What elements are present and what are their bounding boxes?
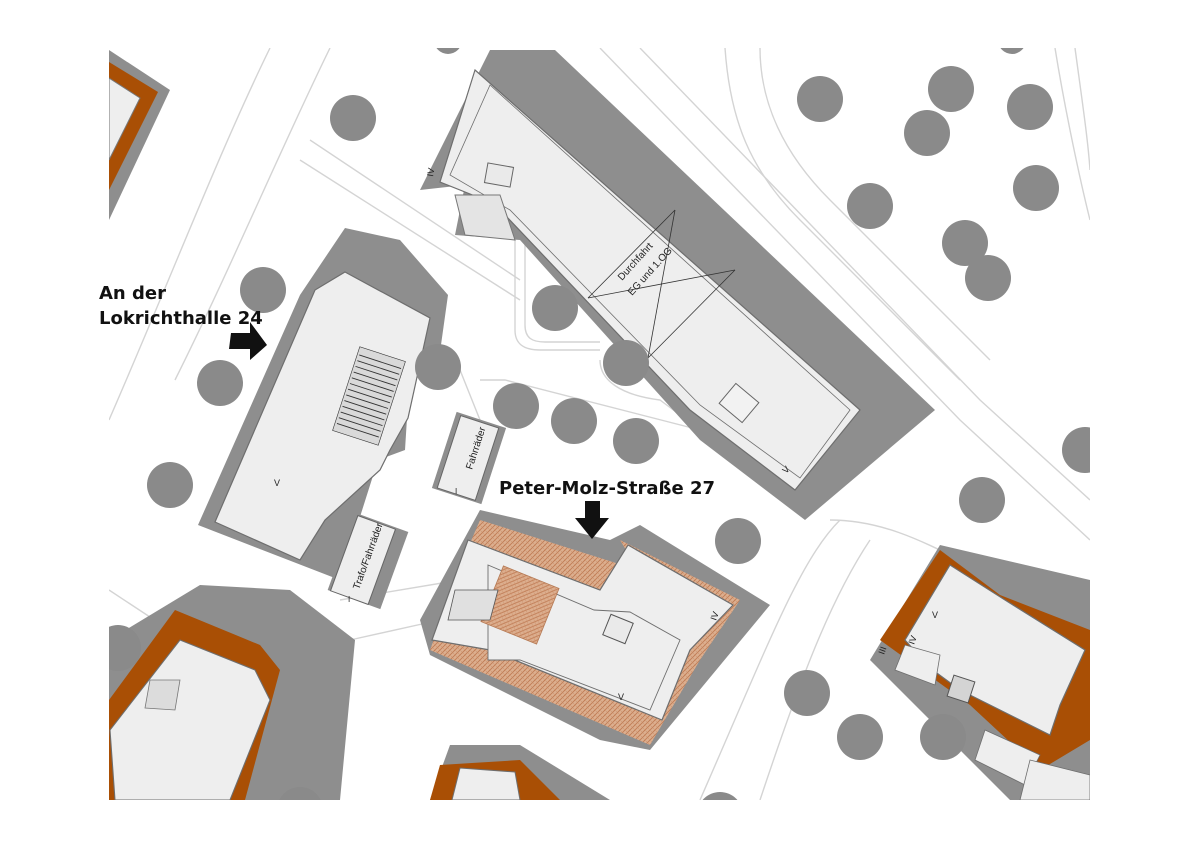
building-west: V (198, 228, 448, 580)
tree (330, 95, 376, 141)
tree (904, 110, 950, 156)
arrow-right-icon (229, 322, 267, 360)
east-building-floor-mark-1: III (876, 645, 888, 655)
tree (965, 255, 1011, 301)
tree (551, 398, 597, 444)
tree (415, 344, 461, 390)
tree (109, 625, 141, 671)
south-building-floor-mark: IV (708, 610, 720, 621)
building-south-centre (430, 745, 610, 800)
address-label-peter-molz: Peter-Molz-Straße 27 (499, 478, 716, 499)
building-east: III IV V (870, 545, 1090, 800)
tree (1000, 48, 1024, 54)
building-southwest (109, 585, 355, 800)
trees (109, 48, 1090, 800)
tree (613, 418, 659, 464)
tree (147, 462, 193, 508)
address-label-lokrichthalle-line1: An der (99, 283, 166, 304)
north-building-floor-mark-2: V (780, 464, 791, 475)
tree (959, 477, 1005, 523)
trafo-shed: Trafo/Fahrräder I (327, 512, 409, 610)
bikes-shed: Fahrräder I (431, 411, 507, 505)
building-north: Durchfahrt EG und 1.OG IV V (420, 50, 935, 520)
tree (279, 787, 321, 800)
map-frame: Durchfahrt EG und 1.OG IV V V (109, 48, 1090, 800)
south-building-floor-mark-2: V (618, 692, 624, 702)
address-label-lokrichthalle: An der Lokrichthalle 24 (99, 281, 263, 331)
tree (942, 220, 988, 266)
address-label-lokrichthalle-line2: Lokrichthalle 24 (99, 308, 263, 329)
tree (1007, 84, 1053, 130)
building-south: IV V (420, 510, 770, 750)
trafo-floor-mark: I (348, 595, 350, 604)
tree (837, 714, 883, 760)
tree (532, 285, 578, 331)
tree (702, 792, 738, 800)
tree (784, 670, 830, 716)
east-building-floor-mark-2: IV (906, 634, 918, 645)
tree (493, 383, 539, 429)
tree (436, 48, 460, 54)
tree (197, 360, 243, 406)
tree (1062, 427, 1090, 473)
tree (1013, 165, 1059, 211)
west-building-floor-mark: V (274, 478, 280, 488)
tree (797, 76, 843, 122)
tree (715, 518, 761, 564)
tree (847, 183, 893, 229)
north-building-floor-mark: IV (425, 167, 436, 177)
building-nw-corner (109, 50, 170, 220)
tree (603, 340, 649, 386)
east-building-floor-mark-3: V (932, 610, 938, 620)
tree (928, 66, 974, 112)
tree (240, 267, 286, 313)
tree (920, 714, 966, 760)
bikes-floor-mark: I (455, 487, 457, 496)
arrow-down-icon (575, 501, 609, 539)
